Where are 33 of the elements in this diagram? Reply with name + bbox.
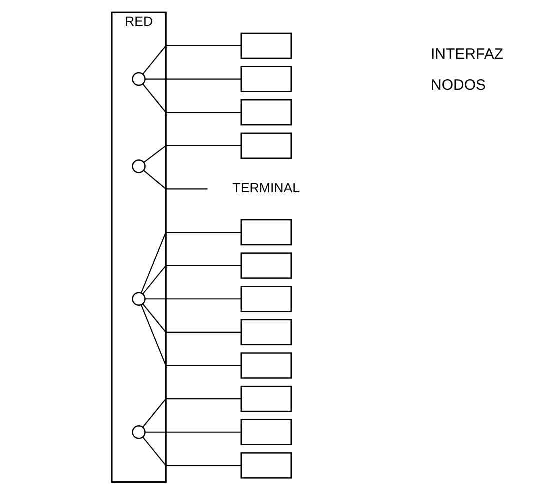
node-box: [240, 66, 292, 92]
node-box: [240, 219, 292, 246]
node-circle: [132, 292, 146, 306]
node-circle: [132, 72, 146, 86]
connector: [142, 265, 242, 295]
connector: [145, 298, 242, 300]
node-text: TERMINAL: [232, 182, 300, 196]
connector: [140, 304, 242, 366]
connector: [142, 84, 242, 114]
node-box: [240, 132, 292, 160]
connector: [142, 398, 242, 428]
node-box: [240, 286, 292, 312]
node-circle: [132, 160, 146, 174]
connector: [142, 45, 242, 75]
connector: [142, 436, 242, 466]
node-box: [240, 419, 292, 446]
node-circle: [132, 426, 146, 440]
connector: [140, 232, 242, 294]
node-box: [240, 386, 292, 412]
node-box: [240, 319, 292, 346]
node-box: [240, 352, 292, 379]
label-text: INTERFAZ: [431, 46, 505, 63]
label-text: NODOS: [431, 77, 488, 94]
cluster: RED: [111, 12, 167, 484]
node-box: [240, 32, 292, 60]
connector: [143, 170, 208, 190]
node-box: [240, 99, 292, 126]
connector: [145, 78, 242, 80]
connector: [142, 304, 242, 333]
node-box: [240, 452, 292, 479]
connector: [144, 145, 242, 164]
node-box: [240, 252, 292, 279]
connector: [145, 432, 242, 433]
